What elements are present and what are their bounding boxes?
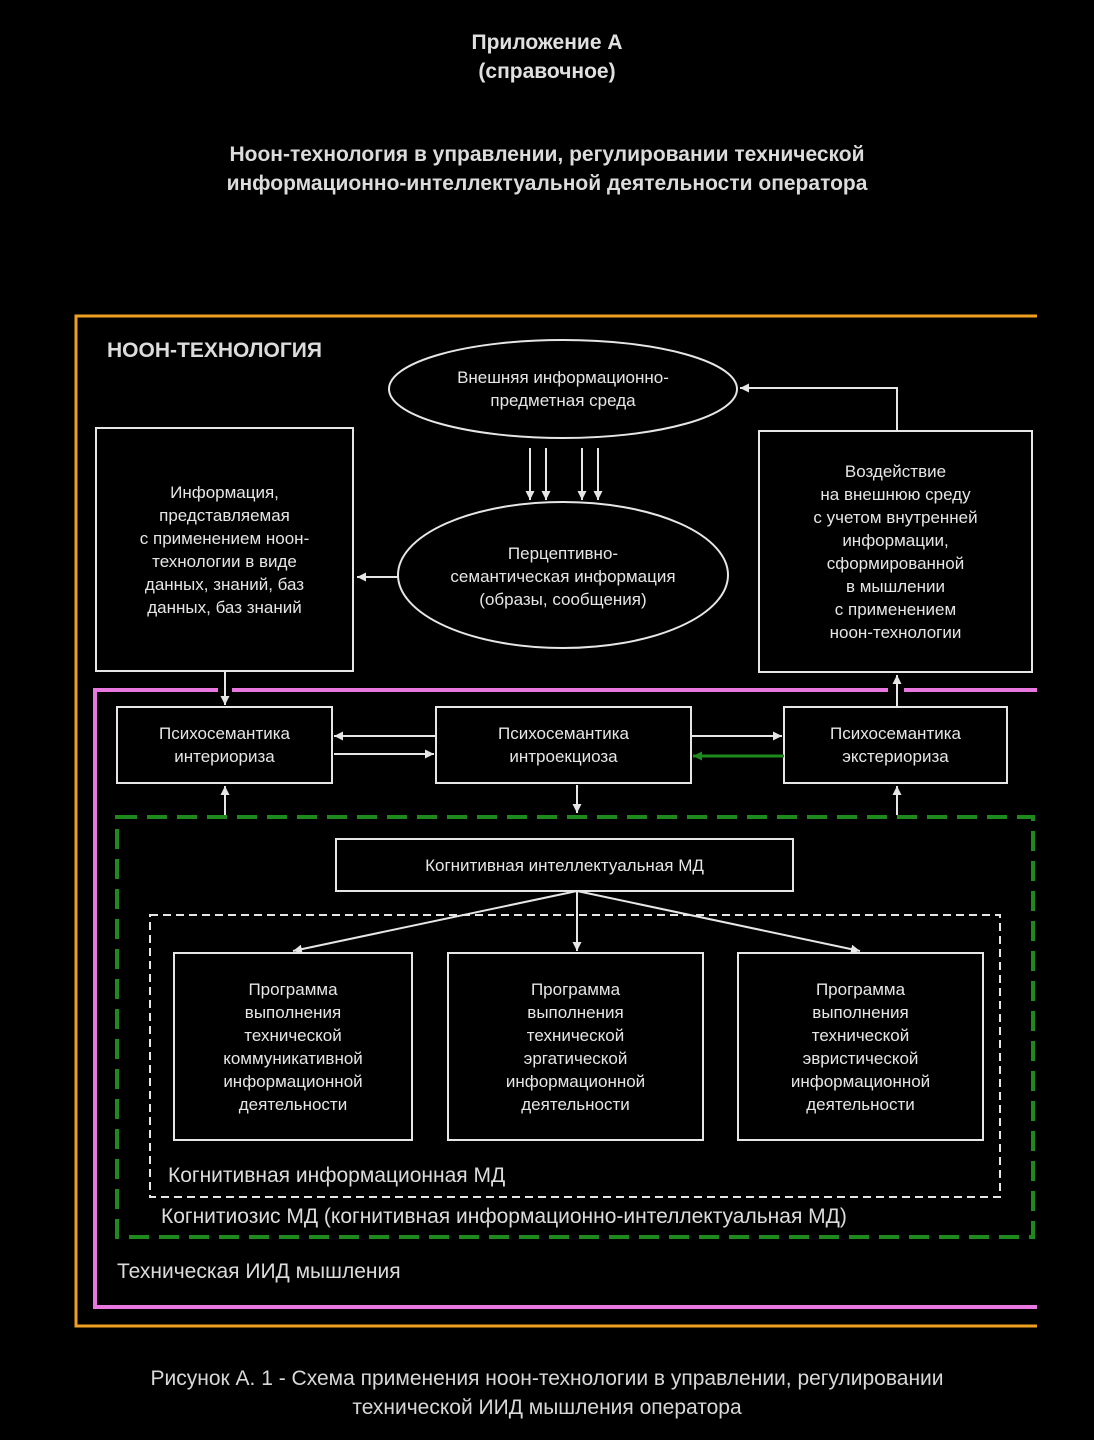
program-3-text: Программа выполнения технической эвристи… (790, 979, 931, 1114)
information-text: Информация, представляемая с применением… (139, 482, 310, 617)
page-title: Ноон-технология в управлении, регулирова… (0, 140, 1094, 198)
caption-line-1: Рисунок А. 1 - Схема применения ноон-тех… (150, 1367, 944, 1390)
title-line-2: информационно-интеллектуальной деятельно… (226, 172, 868, 195)
figure-caption: Рисунок А. 1 - Схема применения ноон-тех… (0, 1364, 1094, 1422)
appendix-heading: Приложение А (справочное) (0, 28, 1094, 86)
exteriorization-box (783, 706, 1008, 784)
interiorization-text: Психосемантика интериориза (158, 724, 290, 766)
technical-iid-label: Техническая ИИД мышления (117, 1260, 401, 1283)
cognitive-info-label: Когнитивная информационная МД (168, 1164, 506, 1187)
program-2-box (447, 952, 704, 1141)
impact-box (758, 430, 1033, 673)
noon-technology-frame (74, 314, 1037, 1328)
cognitive-info-frame (149, 914, 1001, 1198)
program-3-box (737, 952, 984, 1141)
appendix-line-2: (справочное) (478, 60, 616, 83)
appendix-line-1: Приложение А (471, 31, 623, 54)
program-2-text: Программа выполнения технической эргатич… (505, 979, 646, 1114)
cognitive-intel-box (335, 838, 794, 892)
cognitiosis-frame (115, 815, 1035, 1239)
program-1-text: Программа выполнения технической коммуни… (223, 979, 363, 1114)
external-environment-text: Внешняя информационно- предметная среда (457, 368, 669, 410)
interiorization-box (116, 706, 333, 784)
perceptive-info-text: Перцептивно- семантическая информация (о… (450, 543, 676, 609)
introjection-text: Психосемантика интроекциоза (497, 724, 629, 766)
impact-text: Воздействие на внешнюю среду с учетом вн… (813, 461, 978, 642)
technical-iid-frame (93, 688, 1037, 1309)
cognitiosis-label: Когнитиозис МД (когнитивная информационн… (161, 1205, 847, 1228)
caption-line-2: технической ИИД мышления оператора (352, 1396, 742, 1419)
external-environment-ellipse (388, 339, 738, 439)
introjection-box (435, 706, 692, 784)
cognitive-intel-text: Когнитивная интеллектуальная МД (425, 855, 704, 875)
title-line-1: Ноон-технология в управлении, регулирова… (229, 143, 865, 166)
noon-technology-label: НООН-ТЕХНОЛОГИЯ (107, 339, 322, 362)
exteriorization-text: Психосемантика экстериориза (829, 724, 961, 766)
perceptive-info-ellipse (397, 501, 729, 649)
